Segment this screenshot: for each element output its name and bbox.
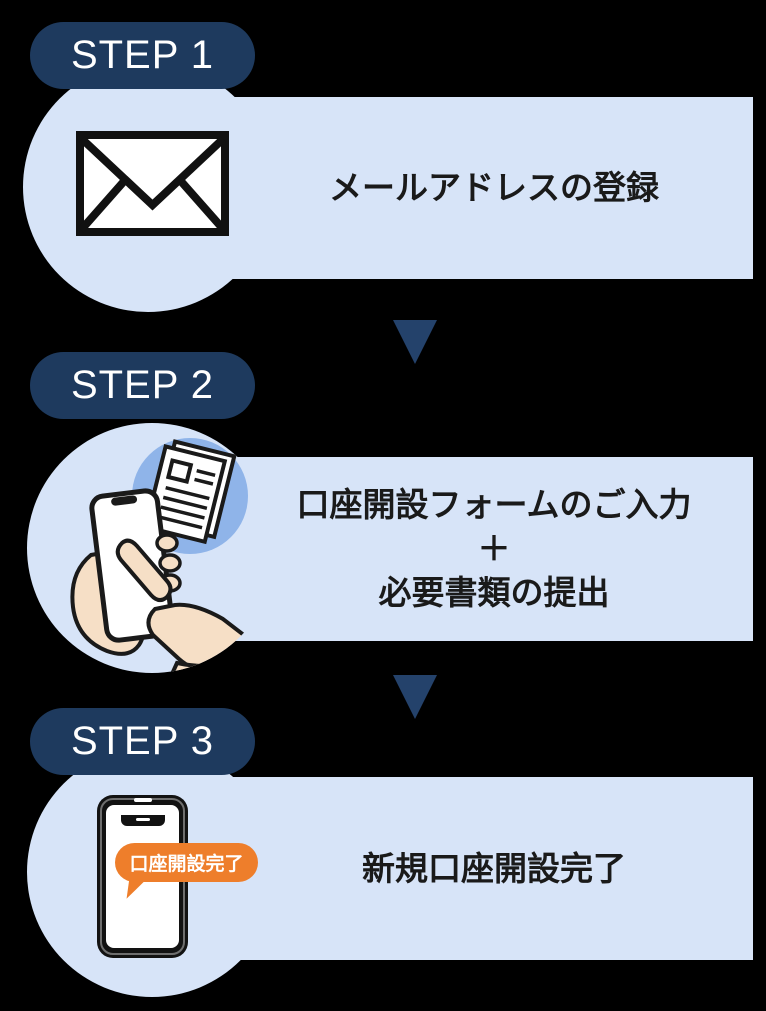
step-1-badge: STEP 1	[30, 22, 255, 89]
step-2-caption-line-1: 口座開設フォームのご入力	[296, 486, 692, 523]
step-3-badge: STEP 3	[30, 708, 255, 775]
step-2-caption: 口座開設フォームのご入力 ＋ 必要書類の提出	[235, 457, 753, 641]
step-1-caption: メールアドレスの登録	[235, 97, 753, 279]
step-2-caption-line-2: 必要書類の提出	[378, 574, 610, 611]
phone-form-icon	[70, 438, 262, 673]
step-3-caption: 新規口座開設完了	[235, 777, 753, 960]
step-2-badge-label: STEP 2	[70, 363, 215, 407]
phone-notch-speaker	[135, 818, 150, 821]
plus-sign: ＋	[477, 530, 511, 567]
step-1-badge-label: STEP 1	[70, 33, 215, 77]
envelope-icon	[76, 131, 229, 236]
phone-notch	[120, 815, 165, 826]
step-3-badge-label: STEP 3	[70, 719, 215, 763]
down-arrow-icon	[393, 675, 437, 719]
step-3-caption-line: 新規口座開設完了	[362, 849, 626, 887]
down-arrow-icon	[393, 320, 437, 364]
phone-speaker	[133, 798, 152, 802]
step-1-caption-line: メールアドレスの登録	[329, 169, 659, 206]
step-2-badge: STEP 2	[30, 352, 255, 419]
speech-bubble: 口座開設完了	[115, 843, 258, 882]
speech-bubble-label: 口座開設完了	[129, 854, 244, 875]
